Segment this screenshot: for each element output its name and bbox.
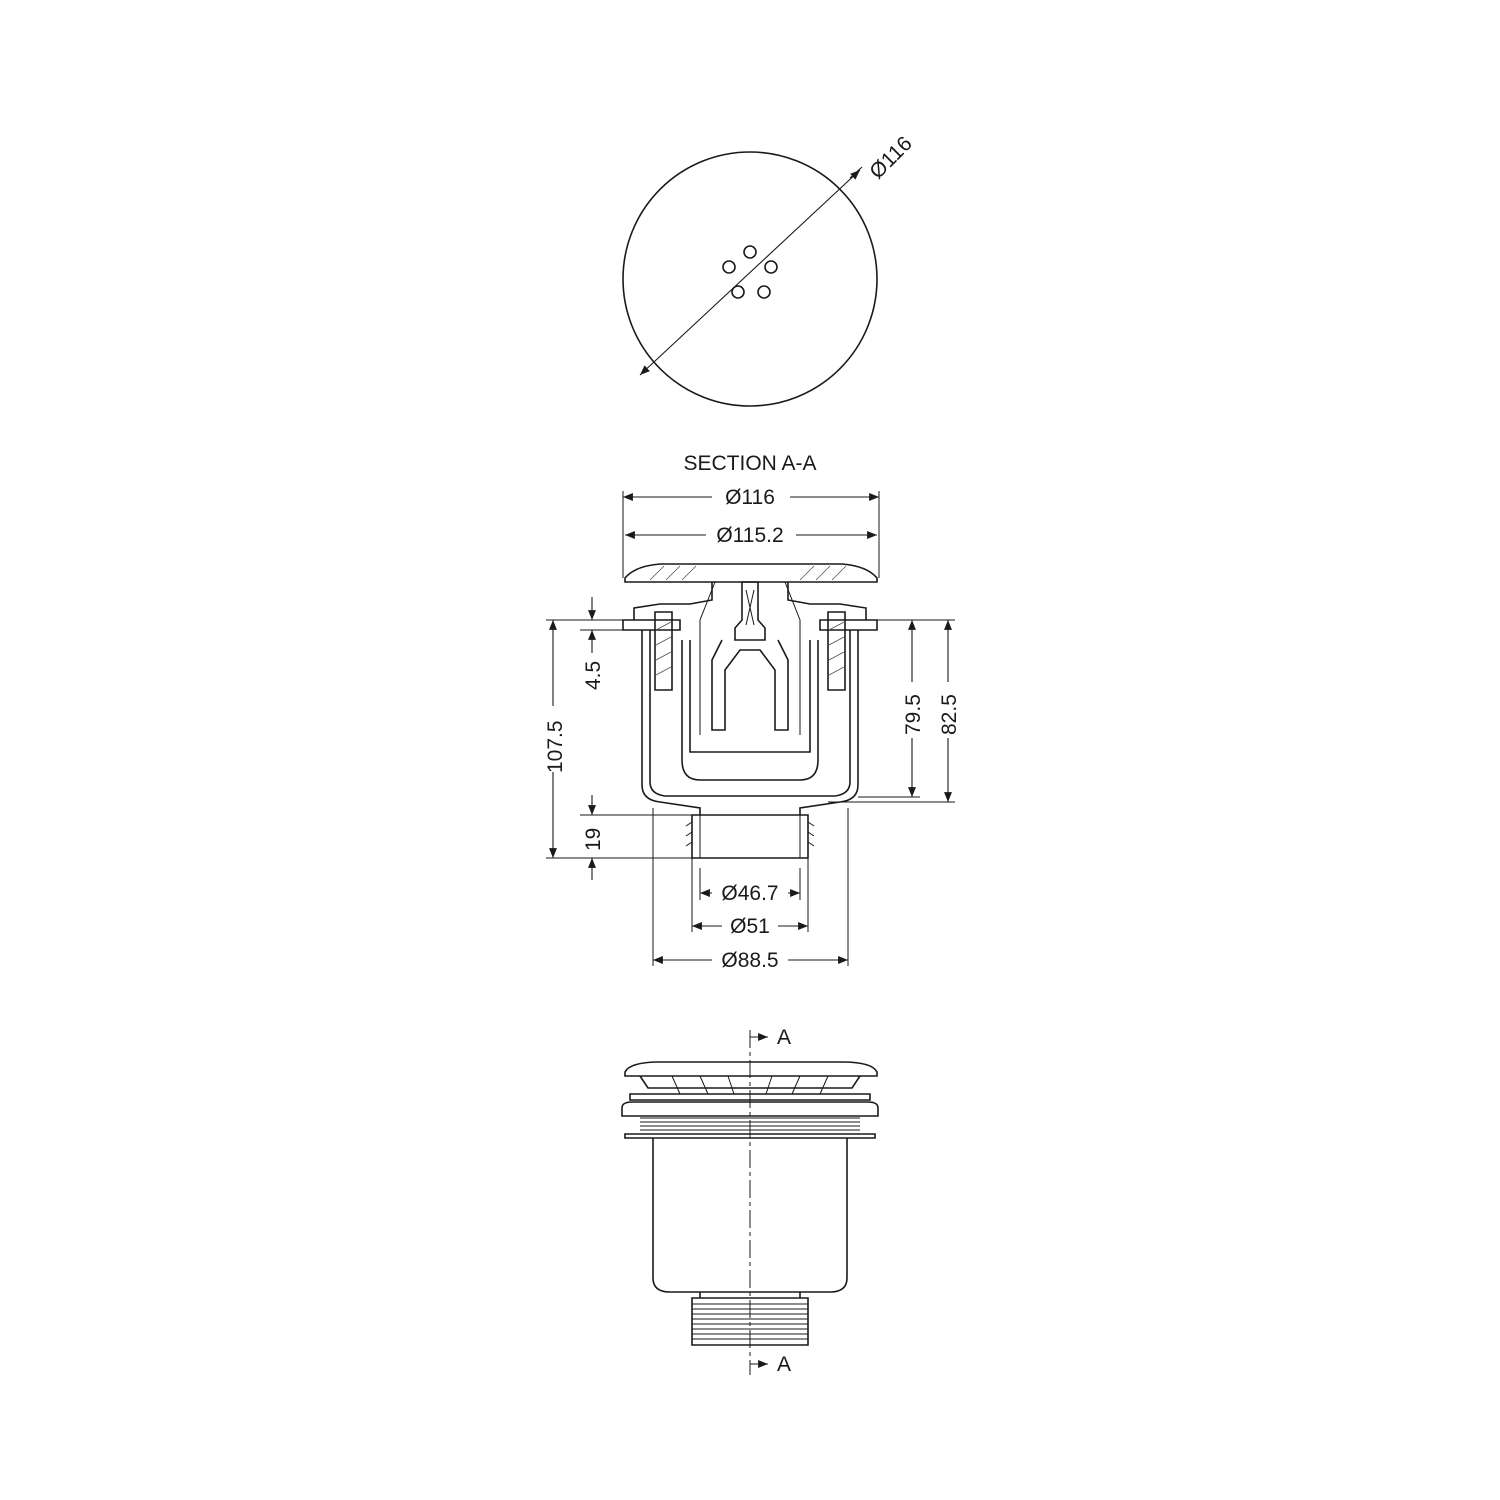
dim-body-height: 79.5 [902,694,925,735]
top-diameter-line [639,169,861,376]
dim-outer-diameter: Ø116 [725,486,775,509]
side-cap [624,1061,878,1077]
dim-cap-diameter: Ø115.2 [716,524,783,547]
dim-body-diameter: Ø88.5 [721,949,778,972]
section-marker-bottom: A [777,1353,791,1376]
dim-outlet-height: 19 [582,828,605,851]
outlet-section [691,814,809,859]
strainer-stem [734,581,766,641]
section-view: SECTION A-A Ø116 Ø115.2 [541,452,962,973]
dim-outlet-inner-diameter: Ø46.7 [721,882,778,905]
top-view: Ø116 [622,132,917,407]
top-diameter-label: Ø116 [865,132,916,183]
side-body [652,1138,848,1293]
cap-section [624,563,878,583]
dim-outlet-outer-diameter: Ø51 [730,915,770,938]
section-marker-top: A [777,1026,791,1049]
body-inner-wall [649,630,851,797]
cap-hatch [649,565,847,581]
top-view-outline [622,151,878,407]
dim-overall-body-height: 82.5 [938,694,961,735]
thread-hatch [655,621,845,676]
body-outer-wall [641,630,859,815]
section-title: SECTION A-A [683,452,816,475]
dim-flange-thickness: 4.5 [582,661,605,690]
outlet-threads [692,1303,808,1340]
basket-inner [689,640,811,753]
basket-outer [681,640,819,781]
flange-right [819,619,878,631]
flange-left [622,619,681,631]
side-view: A A [621,1026,879,1376]
dim-total-height: 107.5 [544,720,567,773]
side-flange [621,1101,879,1117]
